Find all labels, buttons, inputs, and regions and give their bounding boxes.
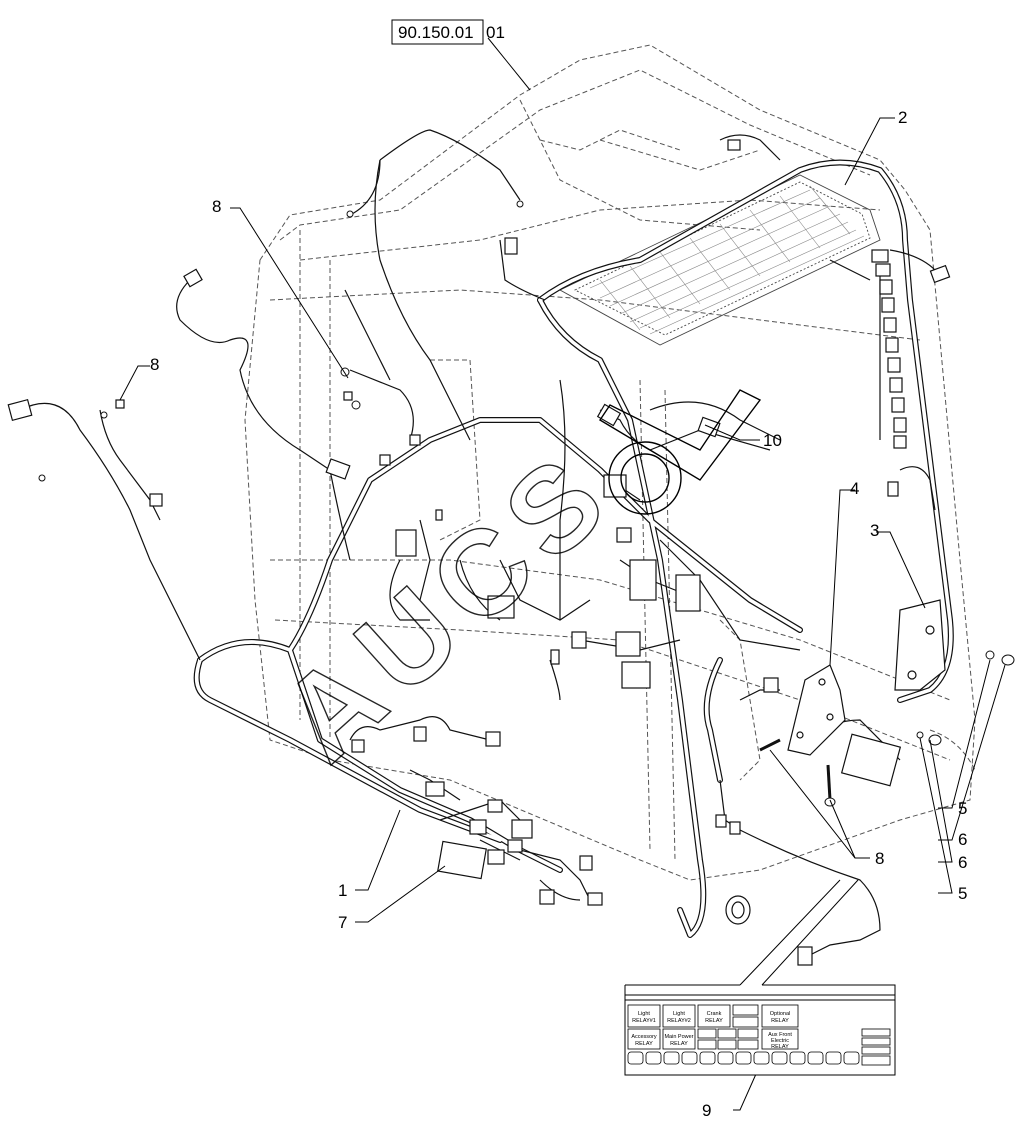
roof-panel-pattern — [589, 185, 865, 335]
callout-5-upper: 5 — [958, 799, 967, 818]
decal-relay-7-line2: Electric — [771, 1038, 789, 1044]
leader-lines — [119, 37, 1006, 1111]
decal-relay-1-line2: RELAY#1 — [632, 1018, 656, 1024]
callout-9: 9 — [702, 1101, 711, 1120]
bracket-item-3 — [894, 599, 946, 691]
decal-relay-5-line2: RELAY — [635, 1041, 653, 1047]
decal-relay-3-line2: RELAY — [705, 1018, 723, 1024]
callout-3: 3 — [870, 521, 879, 540]
callout-2: 2 — [898, 108, 907, 127]
reference-code: 90.150.01 — [398, 23, 474, 42]
bracket-item-4 — [787, 664, 846, 756]
callout-5-lower: 5 — [958, 884, 967, 903]
callout-6-upper: 6 — [958, 830, 967, 849]
decal-relay-6-line2: RELAY — [670, 1041, 688, 1047]
callout-1: 1 — [338, 881, 347, 900]
callout-10: 10 — [763, 431, 782, 450]
callout-7: 7 — [338, 913, 347, 932]
terminals — [38, 200, 524, 482]
callout-numbers: 2 8 8 10 4 3 5 6 8 6 1 5 7 9 — [150, 108, 967, 1120]
reference-suffix: 01 — [486, 23, 505, 42]
decal-relay-3-line1: Crank — [707, 1011, 722, 1017]
decal-relay-2-line1: Light — [673, 1011, 685, 1017]
main-harness-inner — [194, 160, 953, 937]
callout-4: 4 — [850, 479, 859, 498]
callout-8-top: 8 — [212, 197, 221, 216]
decal-relay-5-line1: Accessory — [631, 1034, 657, 1040]
fasteners — [759, 650, 1015, 807]
reference-label: 90.150.01 01 — [391, 19, 505, 45]
decal-relay-7-line3: RELAY — [771, 1044, 789, 1050]
callout-6-lower: 6 — [958, 853, 967, 872]
relay-decal: Light RELAY#1 Light RELAY#2 Crank RELAY … — [624, 984, 896, 1076]
grommet — [725, 895, 751, 925]
decal-relay-6-line1: Main Power — [664, 1034, 693, 1040]
roof-panel — [559, 174, 881, 346]
callout-8-left: 8 — [150, 355, 159, 374]
watermark-ring — [599, 389, 762, 515]
decal-relay-1-line1: Light — [638, 1011, 650, 1017]
decal-relay-2-line2: RELAY#2 — [667, 1018, 691, 1024]
connectors — [7, 139, 951, 966]
decal-relay-4-line1: Optional — [770, 1011, 791, 1017]
decal-relay-7-line1: Aux Front — [768, 1032, 792, 1038]
callout-8-right: 8 — [875, 849, 884, 868]
decal-relay-4-line2: RELAY — [771, 1018, 789, 1024]
